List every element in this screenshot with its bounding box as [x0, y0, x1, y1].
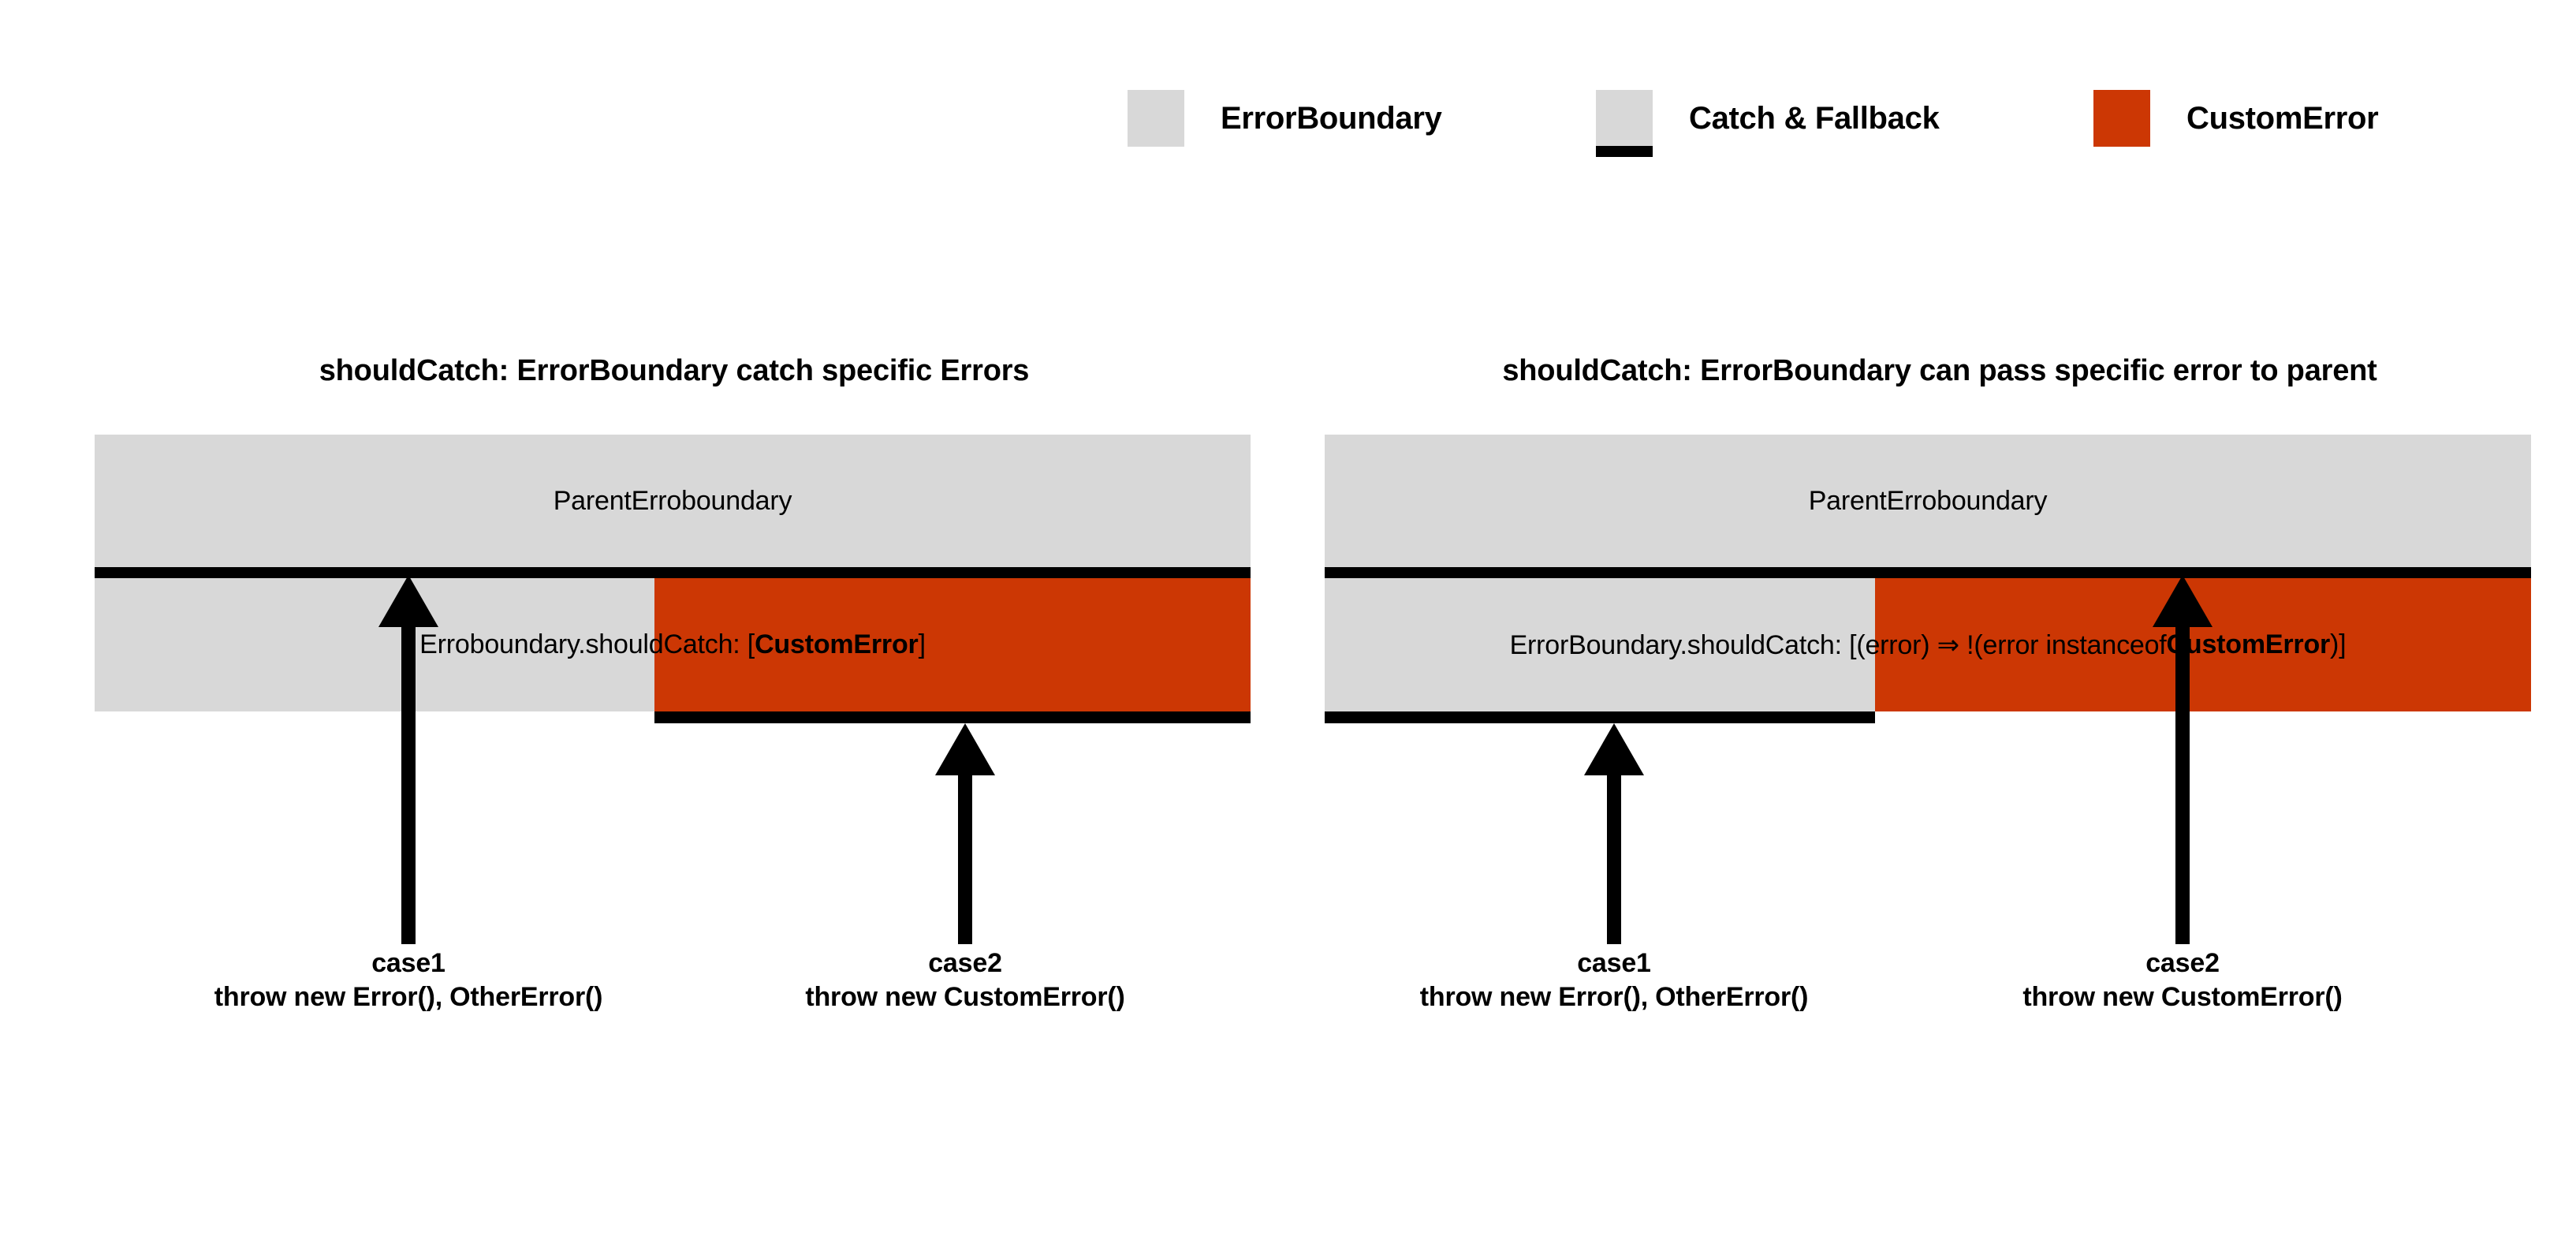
- panel-right-bottom-bar-row: [1325, 711, 2531, 723]
- panel-right-parent-catch-bar: [1325, 567, 2531, 578]
- panel-right-arrow-case2-shaft: [2175, 622, 2190, 944]
- panel-right-child-catch-bar: [1325, 711, 1875, 723]
- legend-swatch-customerror-icon: [2093, 90, 2150, 147]
- panel-right: shouldCatch: ErrorBoundary can pass spec…: [1325, 347, 2555, 1012]
- legend-label-errorboundary: ErrorBoundary: [1221, 100, 1442, 136]
- panel-left-arrow-case2-head-icon: [935, 723, 995, 775]
- panel-left-parent-catch-bar: [95, 567, 1251, 578]
- panel-right-case1-code: throw new Error(), OtherError(): [1419, 982, 1809, 1013]
- panel-left-child-segment-orange: [654, 578, 1251, 711]
- panel-left-title: shouldCatch: ErrorBoundary catch specifi…: [319, 354, 1030, 387]
- legend: ErrorBoundary Catch & Fallback CustomErr…: [1128, 75, 2547, 162]
- panel-left-parent-label: ParentErroboundary: [553, 485, 792, 516]
- panel-right-case2-code: throw new CustomError(): [2022, 982, 2343, 1013]
- panel-right-title: shouldCatch: ErrorBoundary can pass spec…: [1502, 354, 2377, 387]
- panel-right-case2-name: case2: [2145, 948, 2220, 978]
- panel-right-parent-boundary: ParentErroboundary: [1325, 435, 2531, 567]
- legend-label-catch-fallback: Catch & Fallback: [1689, 100, 1940, 136]
- panel-left-child-boundary: Erroboundary.shouldCatch: [CustomError]: [95, 578, 1251, 711]
- panel-left-arrow-case1-shaft: [401, 622, 416, 944]
- panel-right-arrow-case1-shaft: [1607, 771, 1621, 944]
- panel-right-case1-caption: case1 throw new Error(), OtherError(): [1420, 947, 1809, 1014]
- legend-swatch-catch-fallback-icon: [1596, 90, 1653, 157]
- panel-left-bottom-bar-row: [95, 711, 1251, 723]
- panel-right-boundary-diagram: ParentErroboundary ErrorBoundary.shouldC…: [1325, 435, 2531, 723]
- panel-left: shouldCatch: ErrorBoundary catch specifi…: [95, 347, 1254, 1012]
- panel-right-arrow-case1-head-icon: [1584, 723, 1644, 775]
- panel-left-case2-code: throw new CustomError(): [805, 982, 1125, 1013]
- panel-left-arrow-case1-head-icon: [378, 575, 438, 627]
- panel-left-child-segment-gray: [95, 578, 654, 711]
- legend-label-customerror: CustomError: [2186, 100, 2379, 136]
- panel-left-boundary-diagram: ParentErroboundary Erroboundary.shouldCa…: [95, 435, 1251, 723]
- panel-right-case1-name: case1: [1577, 948, 1651, 978]
- panel-left-case1-name: case1: [371, 948, 445, 978]
- panel-left-case2-name: case2: [928, 948, 1002, 978]
- legend-swatch-errorboundary-icon: [1128, 90, 1184, 147]
- legend-item-catch-fallback: Catch & Fallback: [1596, 75, 1940, 162]
- panel-left-case1-code: throw new Error(), OtherError(): [214, 982, 603, 1013]
- panel-left-arrow-case2-shaft: [958, 771, 972, 944]
- panel-left-child-catch-bar: [654, 711, 1251, 723]
- panel-right-parent-label: ParentErroboundary: [1808, 485, 2048, 516]
- panel-right-arrow-case2-head-icon: [2153, 575, 2213, 627]
- panel-left-case2-caption: case2 throw new CustomError(): [805, 947, 1124, 1014]
- panel-right-child-boundary: ErrorBoundary.shouldCatch: [(error) ⇒ !(…: [1325, 578, 2531, 711]
- panel-right-child-segment-gray: [1325, 578, 1875, 711]
- legend-item-errorboundary: ErrorBoundary: [1128, 75, 1442, 162]
- panel-left-parent-boundary: ParentErroboundary: [95, 435, 1251, 567]
- legend-item-customerror: CustomError: [2093, 75, 2379, 162]
- panel-left-case1-caption: case1 throw new Error(), OtherError(): [214, 947, 603, 1014]
- panel-right-case2-caption: case2 throw new CustomError(): [2022, 947, 2342, 1014]
